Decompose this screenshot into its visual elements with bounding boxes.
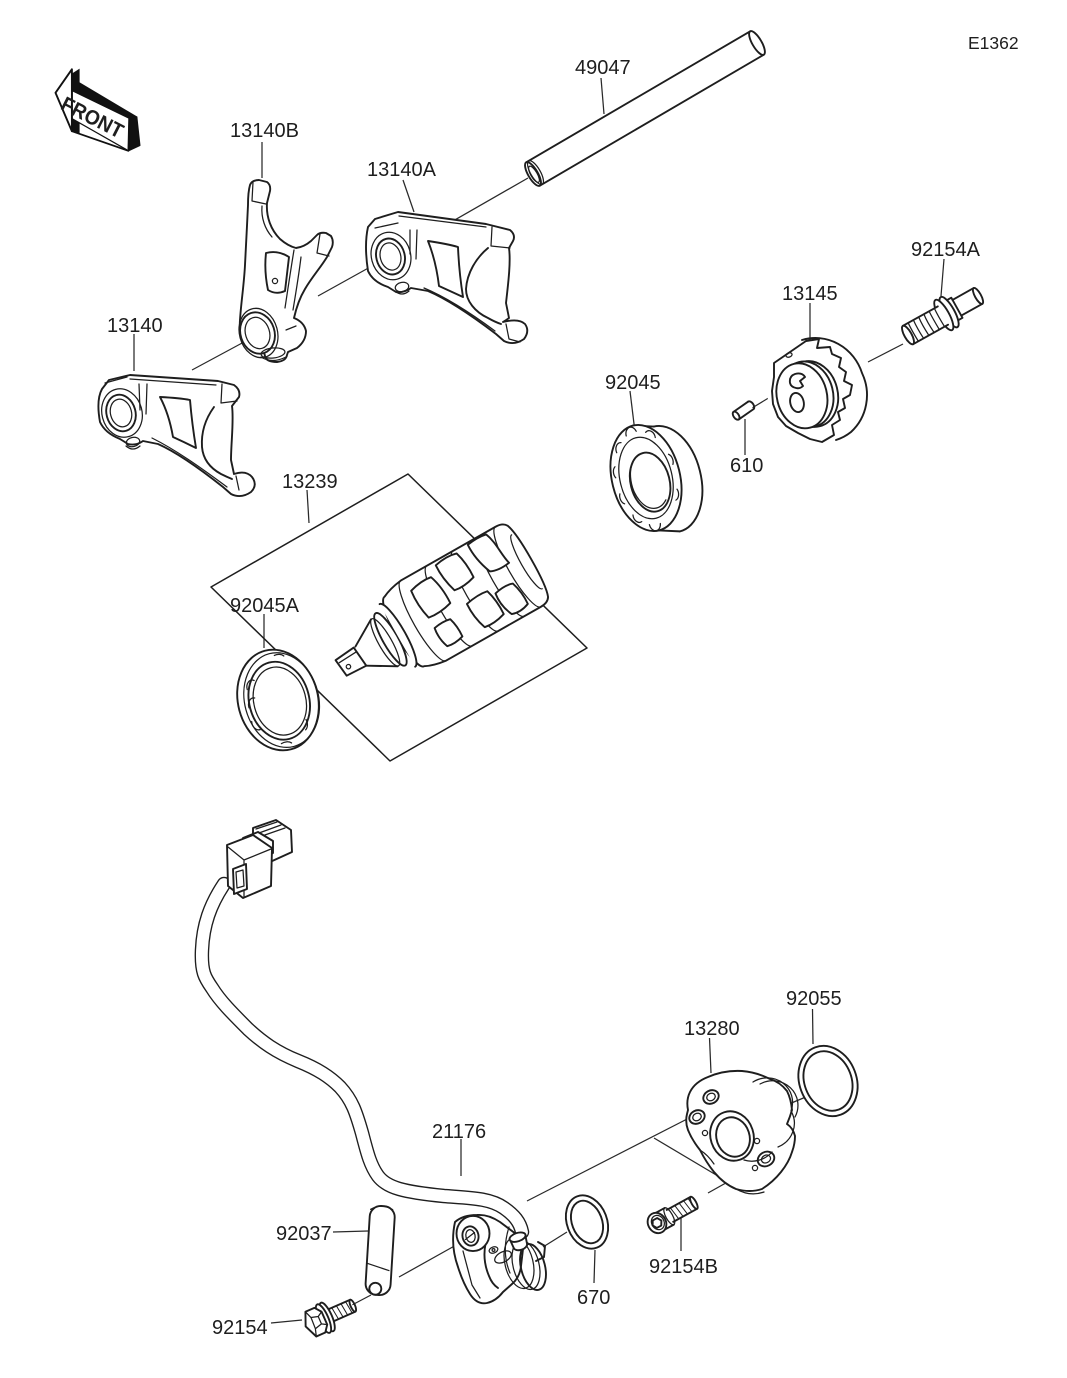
svg-text:670: 670: [577, 1287, 610, 1309]
svg-text:13280: 13280: [684, 1018, 740, 1040]
svg-text:13239: 13239: [282, 471, 338, 493]
svg-text:13145: 13145: [782, 283, 838, 305]
svg-text:13140B: 13140B: [230, 120, 299, 142]
svg-text:13140: 13140: [107, 315, 163, 337]
svg-text:13140A: 13140A: [367, 159, 437, 181]
svg-text:92154: 92154: [212, 1317, 268, 1339]
svg-text:610: 610: [730, 455, 763, 477]
svg-text:92037: 92037: [276, 1223, 332, 1245]
svg-text:92055: 92055: [786, 988, 842, 1010]
svg-text:92154B: 92154B: [649, 1256, 718, 1278]
svg-text:49047: 49047: [575, 57, 631, 79]
svg-text:92045: 92045: [605, 372, 661, 394]
svg-text:E1362: E1362: [968, 33, 1019, 53]
svg-text:21176: 21176: [432, 1121, 486, 1143]
svg-text:92045A: 92045A: [230, 595, 300, 617]
svg-text:92154A: 92154A: [911, 239, 981, 261]
